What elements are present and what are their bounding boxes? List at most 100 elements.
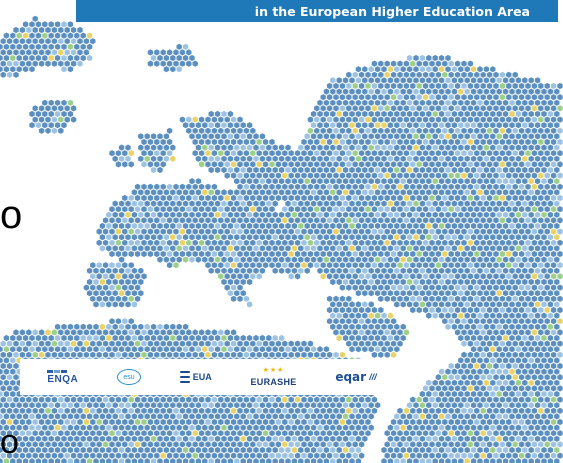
map-hex-cell xyxy=(3,32,10,39)
map-hex-cell xyxy=(365,262,371,269)
map-hex-cell xyxy=(458,122,464,129)
map-hex-cell xyxy=(368,133,374,140)
map-hex-cell xyxy=(365,71,371,78)
map-hex-cell xyxy=(554,155,560,162)
map-hex-cell xyxy=(282,340,288,347)
map-hex-cell xyxy=(288,407,294,414)
map-hex-cell xyxy=(54,32,61,39)
map-hex-cell xyxy=(202,234,208,241)
map-hex-cell xyxy=(125,323,131,330)
map-hex-cell xyxy=(390,82,397,90)
map-hex-cell xyxy=(54,110,61,118)
map-hex-cell xyxy=(384,329,390,336)
map-hex-cell xyxy=(467,71,474,78)
map-hex-cell xyxy=(435,418,442,426)
map-hex-cell xyxy=(378,273,384,280)
map-hex-cell xyxy=(342,222,349,230)
map-hex-cell xyxy=(304,402,310,409)
map-hex-cell xyxy=(358,430,365,437)
map-hex-cell xyxy=(106,424,112,431)
map-hex-cell xyxy=(128,351,134,358)
map-hex-cell xyxy=(115,161,122,168)
map-hex-cell xyxy=(534,99,541,106)
map-hex-cell xyxy=(42,413,48,420)
map-hex-cell xyxy=(451,256,458,263)
map-hex-cell xyxy=(387,234,394,241)
map-hex-cell xyxy=(141,250,147,258)
map-hex-cell xyxy=(323,133,330,140)
map-hex-cell xyxy=(368,346,374,353)
map-hex-cell xyxy=(362,312,368,319)
map-hex-cell xyxy=(528,334,534,342)
map-hex-cell xyxy=(515,446,522,454)
map-hex-cell xyxy=(195,133,202,140)
map-hex-cell xyxy=(486,82,493,90)
map-hex-cell xyxy=(506,441,512,448)
map-hex-cell xyxy=(506,194,512,202)
map-hex-cell xyxy=(323,189,330,196)
map-hex-cell xyxy=(554,446,560,454)
map-hex-cell xyxy=(269,228,275,235)
map-hex-cell xyxy=(467,183,474,190)
map-hex-cell xyxy=(522,88,528,95)
map-hex-cell xyxy=(80,413,86,420)
map-hex-cell xyxy=(250,430,256,437)
map-hex-cell xyxy=(198,441,205,448)
map-hex-cell xyxy=(422,239,429,246)
map-hex-cell xyxy=(224,273,230,280)
map-hex-cell xyxy=(19,430,26,437)
map-hex-cell xyxy=(493,150,499,157)
map-hex-cell xyxy=(486,105,493,112)
map-hex-cell xyxy=(278,346,285,353)
map-hex-cell xyxy=(346,105,352,112)
map-hex-cell xyxy=(170,346,176,353)
map-hex-cell xyxy=(554,267,560,274)
map-hex-cell xyxy=(310,435,317,442)
map-hex-cell xyxy=(515,200,522,207)
map-hex-cell xyxy=(458,402,464,409)
map-hex-cell xyxy=(435,374,442,381)
map-hex-cell xyxy=(426,200,432,207)
map-hex-cell xyxy=(509,312,515,319)
map-hex-cell xyxy=(515,458,522,463)
map-hex-cell xyxy=(26,49,32,56)
map-hex-cell xyxy=(400,133,406,140)
map-hex-cell xyxy=(310,424,317,431)
map-hex-cell xyxy=(67,334,74,342)
map-hex-cell xyxy=(384,239,390,246)
map-hex-cell xyxy=(0,368,3,375)
map-hex-cell xyxy=(13,60,19,67)
map-hex-cell xyxy=(10,390,16,398)
map-hex-cell xyxy=(202,402,208,409)
map-hex-cell xyxy=(464,222,470,230)
map-hex-cell xyxy=(99,267,106,274)
map-hex-cell xyxy=(138,323,144,330)
map-hex-cell xyxy=(499,161,506,168)
map-hex-cell xyxy=(541,133,547,140)
map-hex-cell xyxy=(483,413,490,420)
map-hex-cell xyxy=(163,54,170,62)
map-hex-cell xyxy=(394,133,400,140)
map-hex-cell xyxy=(531,116,538,123)
map-hex-cell xyxy=(10,334,16,342)
map-hex-cell xyxy=(515,390,522,398)
map-hex-cell xyxy=(422,161,429,168)
map-hex-cell xyxy=(307,138,314,146)
map-hex-cell xyxy=(259,334,266,342)
map-hex-cell xyxy=(442,295,448,302)
map-hex-cell xyxy=(6,60,13,67)
map-hex-cell xyxy=(474,351,480,358)
map-hex-cell xyxy=(371,183,378,190)
map-hex-cell xyxy=(509,446,515,454)
map-hex-cell xyxy=(291,200,298,207)
map-hex-cell xyxy=(490,144,496,151)
map-hex-cell xyxy=(230,329,237,336)
map-hex-cell xyxy=(499,418,506,426)
map-hex-cell xyxy=(131,402,138,409)
map-hex-cell xyxy=(291,166,298,174)
map-hex-cell xyxy=(461,239,467,246)
map-hex-cell xyxy=(534,446,541,454)
map-hex-cell xyxy=(467,351,474,358)
map-hex-cell xyxy=(10,402,16,409)
map-hex-cell xyxy=(166,138,173,146)
